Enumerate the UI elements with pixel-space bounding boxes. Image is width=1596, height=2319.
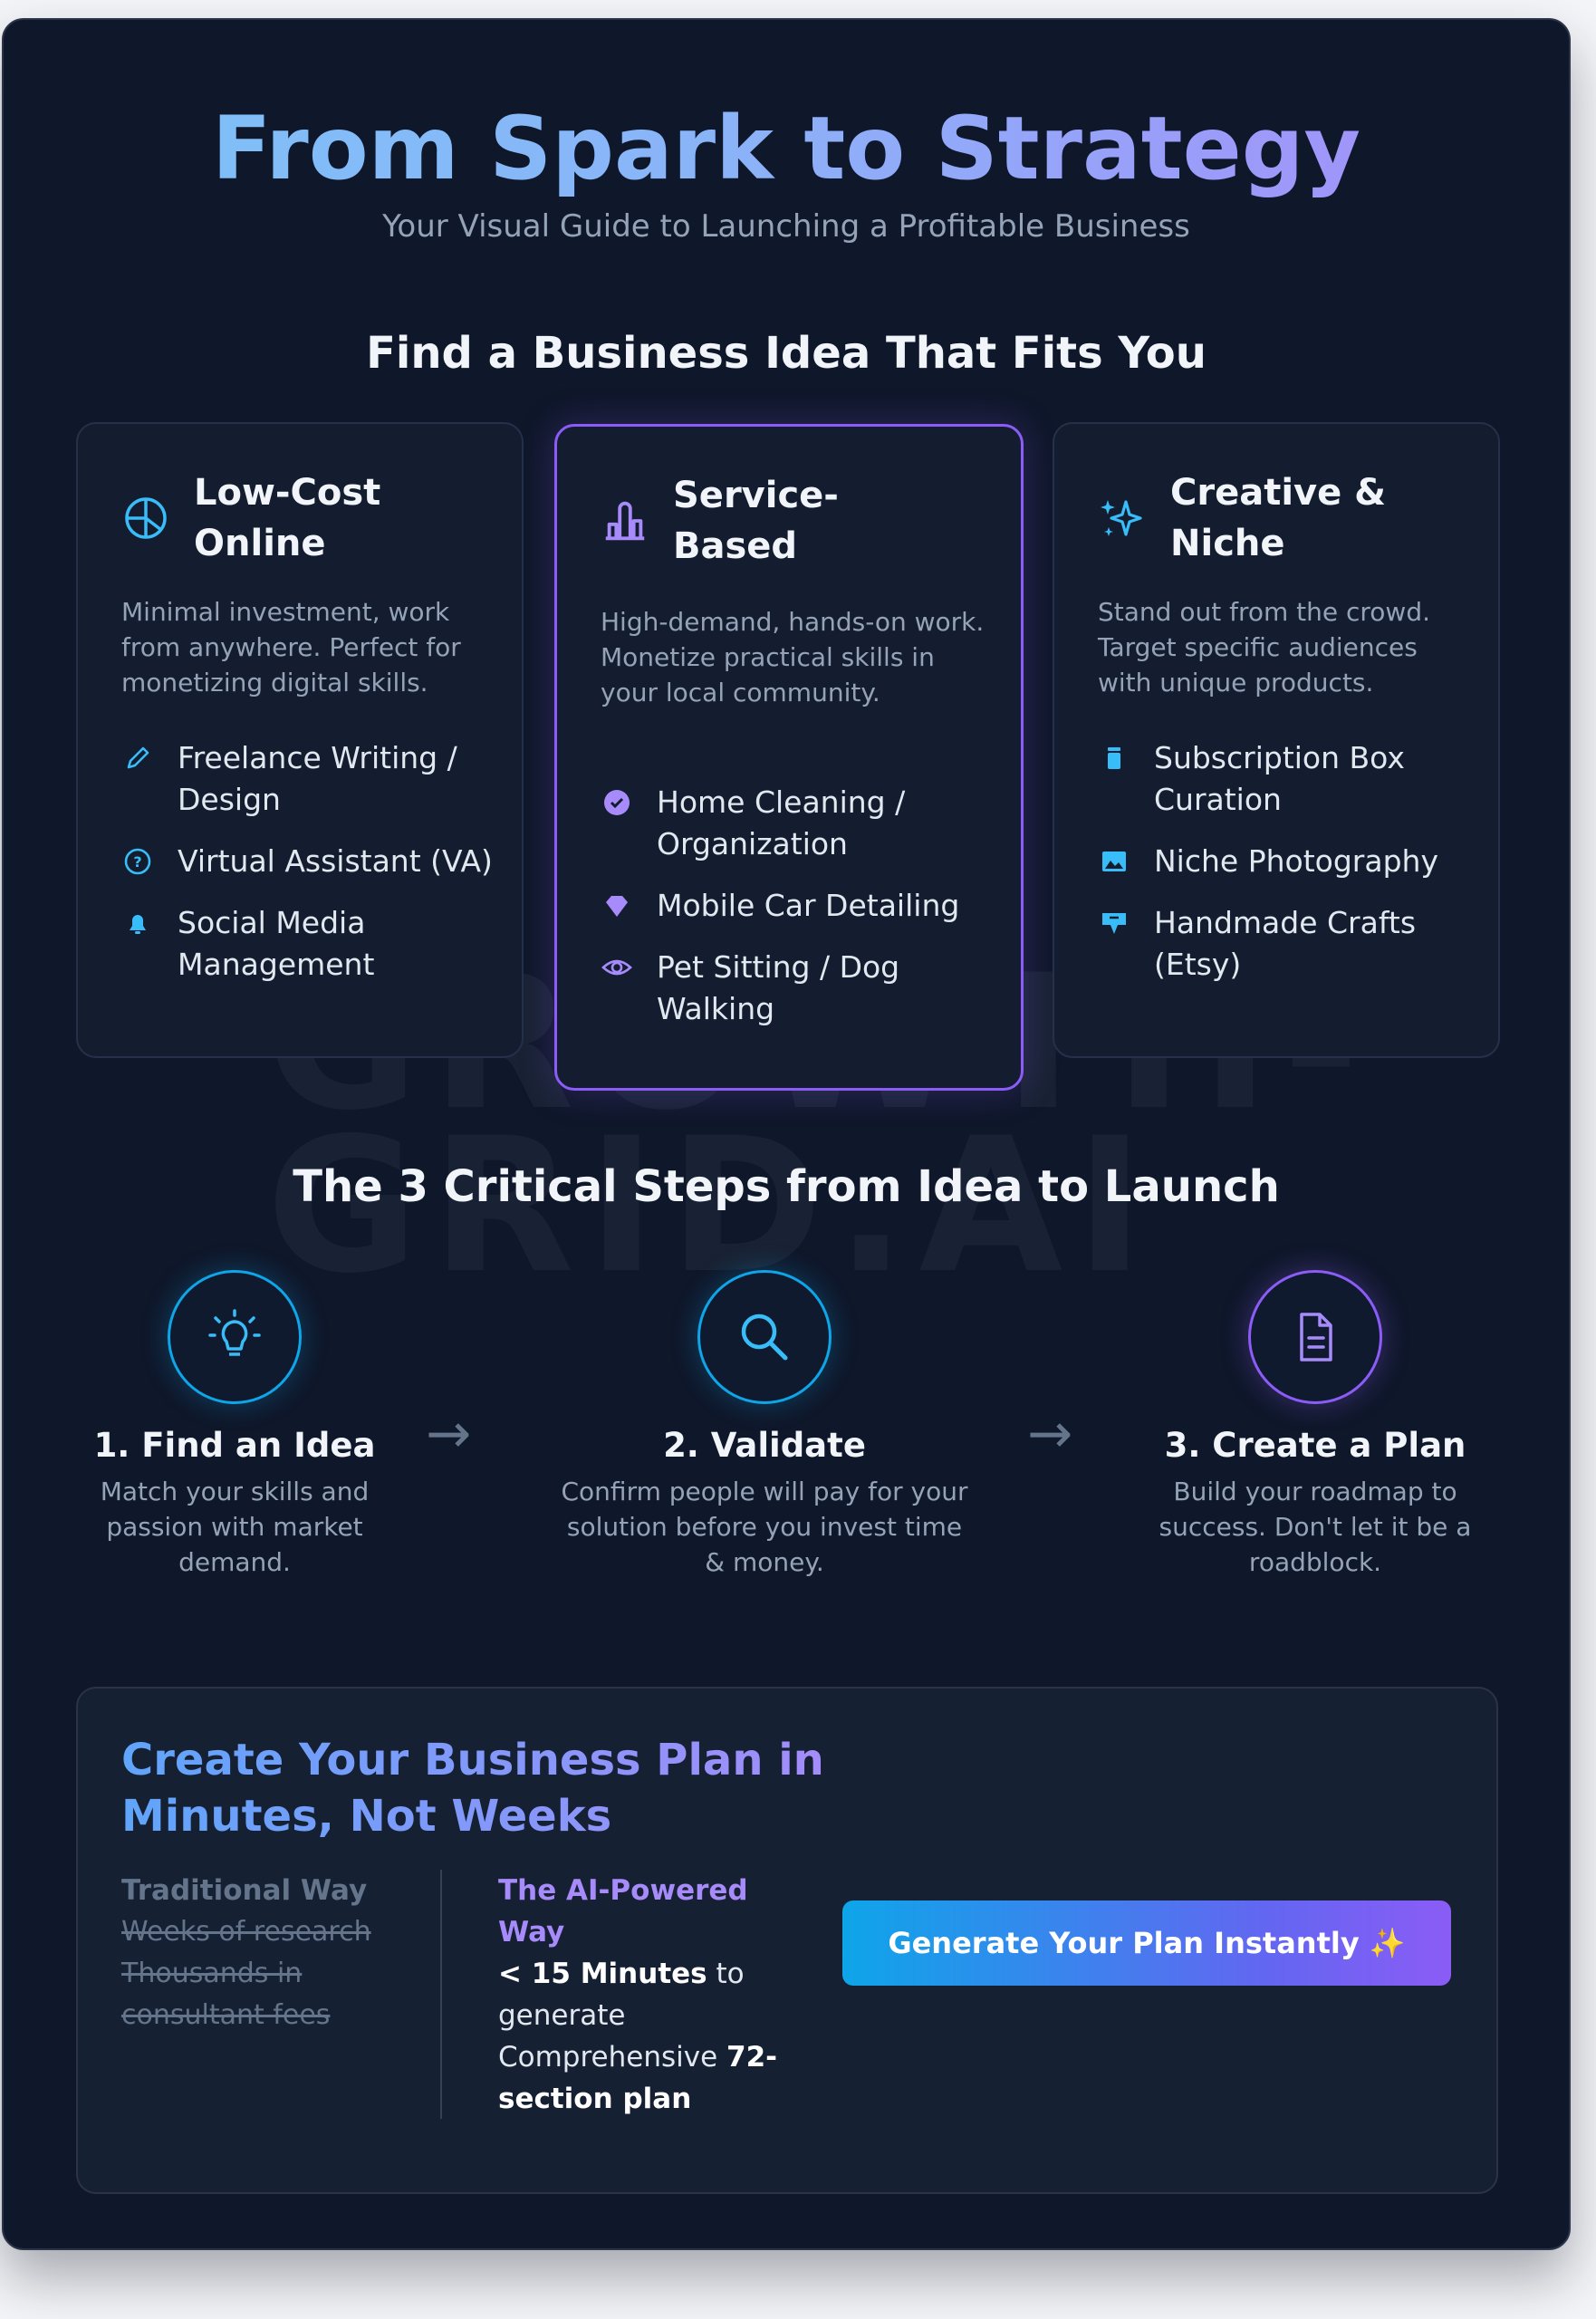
tools-icon (601, 496, 649, 545)
traditional-item: Weeks of research (121, 1916, 371, 1948)
ideas-heading: Find a Business Idea That Fits You (366, 328, 1207, 379)
traditional-way: Traditional Way Weeks of research Thousa… (121, 1870, 411, 2036)
generate-plan-button[interactable]: Generate Your Plan Instantly ✨ (842, 1900, 1451, 1986)
check-circle-icon (601, 782, 633, 823)
card-description: High-demand, hands-on work. Monetize pra… (601, 607, 985, 707)
ai-plan-value: 72-section plan (498, 2041, 778, 2115)
ai-time-line: < 15 Minutes to generate (498, 1953, 806, 2036)
document-icon (1248, 1270, 1382, 1404)
list-item: Subscription Box Curation (1098, 737, 1471, 821)
ai-time-rest: to generate (498, 1958, 745, 2032)
step-description: Match your skills and passion with marke… (100, 1477, 370, 1577)
search-icon (697, 1270, 832, 1404)
image-icon (1098, 841, 1130, 882)
ai-powered-way: The AI-Powered Way < 15 Minutes to gener… (498, 1870, 806, 2120)
page-subtitle: Your Visual Guide to Launching a Profita… (382, 208, 1190, 245)
step-description: Confirm people will pay for your solutio… (561, 1477, 968, 1577)
list-item: Social Media Management (121, 902, 495, 986)
list-item: Freelance Writing / Design (121, 737, 495, 821)
arrow-icon: → (1027, 1402, 1073, 1466)
divider (440, 1870, 442, 2119)
step-create-plan: 3. Create a Plan Build your roadmap to s… (1098, 1270, 1533, 1580)
traditional-item: Thousands in consultant fees (121, 1958, 331, 2031)
ai-time-value: < 15 Minutes (498, 1958, 707, 1990)
card-title-line: Service- (673, 475, 839, 516)
infographic-page: GROWTH- GRID.AI From Spark to Strategy Y… (2, 18, 1571, 2250)
svg-text:?: ? (133, 853, 141, 871)
idea-card-creative-niche: Creative & Niche Stand out from the crow… (1053, 422, 1500, 1058)
list-item: Home Cleaning / Organization (601, 782, 994, 865)
cta-title: Create Your Business Plan in Minutes, No… (121, 1732, 864, 1844)
step-title: 3. Create a Plan (1164, 1426, 1466, 1465)
ai-plan-lead: Comprehensive (498, 2041, 727, 2074)
box-icon (1098, 737, 1130, 779)
arrow-icon: → (426, 1402, 472, 1466)
heart-tag-icon (1098, 902, 1130, 944)
steps-heading: The 3 Critical Steps from Idea to Launch (293, 1161, 1280, 1212)
traditional-heading: Traditional Way (121, 1874, 368, 1907)
step-description: Build your roadmap to success. Don't let… (1159, 1477, 1472, 1577)
step-title: 2. Validate (663, 1426, 866, 1465)
lightbulb-icon (168, 1270, 302, 1404)
globe-icon (121, 494, 170, 543)
bell-icon (121, 902, 154, 944)
step-find-idea: 1. Find an Idea Match your skills and pa… (17, 1270, 452, 1580)
ai-heading: The AI-Powered Way (498, 1874, 748, 1949)
ai-plan-line: Comprehensive 72-section plan (498, 2036, 806, 2120)
card-title-line: Niche (1170, 523, 1285, 564)
diamond-icon (601, 885, 633, 927)
idea-card-low-cost-online: Low-Cost Online Minimal investment, work… (76, 422, 524, 1058)
card-title-line: Online (194, 523, 326, 564)
list-item: Handmade Crafts (Etsy) (1098, 902, 1471, 986)
sparkles-icon (1098, 494, 1147, 543)
page-title: From Spark to Strategy (4, 94, 1569, 203)
step-title: 1. Find an Idea (93, 1426, 376, 1465)
step-validate: 2. Validate Confirm people will pay for … (547, 1270, 982, 1580)
cta-panel: Create Your Business Plan in Minutes, No… (76, 1687, 1498, 2194)
pencil-icon (121, 737, 154, 779)
card-description: Minimal investment, work from anywhere. … (121, 597, 461, 698)
list-item: ? Virtual Assistant (VA) (121, 841, 495, 882)
list-item: Pet Sitting / Dog Walking (601, 947, 994, 1030)
list-item: Mobile Car Detailing (601, 885, 994, 927)
eye-icon (601, 947, 633, 988)
list-item: Niche Photography (1098, 841, 1471, 882)
card-title-line: Creative & (1170, 472, 1387, 514)
question-circle-icon: ? (121, 841, 154, 882)
card-title-line: Low-Cost (194, 472, 381, 514)
card-title-line: Based (673, 525, 798, 567)
idea-card-service-based: Service- Based High-demand, hands-on wor… (554, 424, 1024, 1091)
card-description: Stand out from the crowd. Target specifi… (1098, 597, 1430, 698)
